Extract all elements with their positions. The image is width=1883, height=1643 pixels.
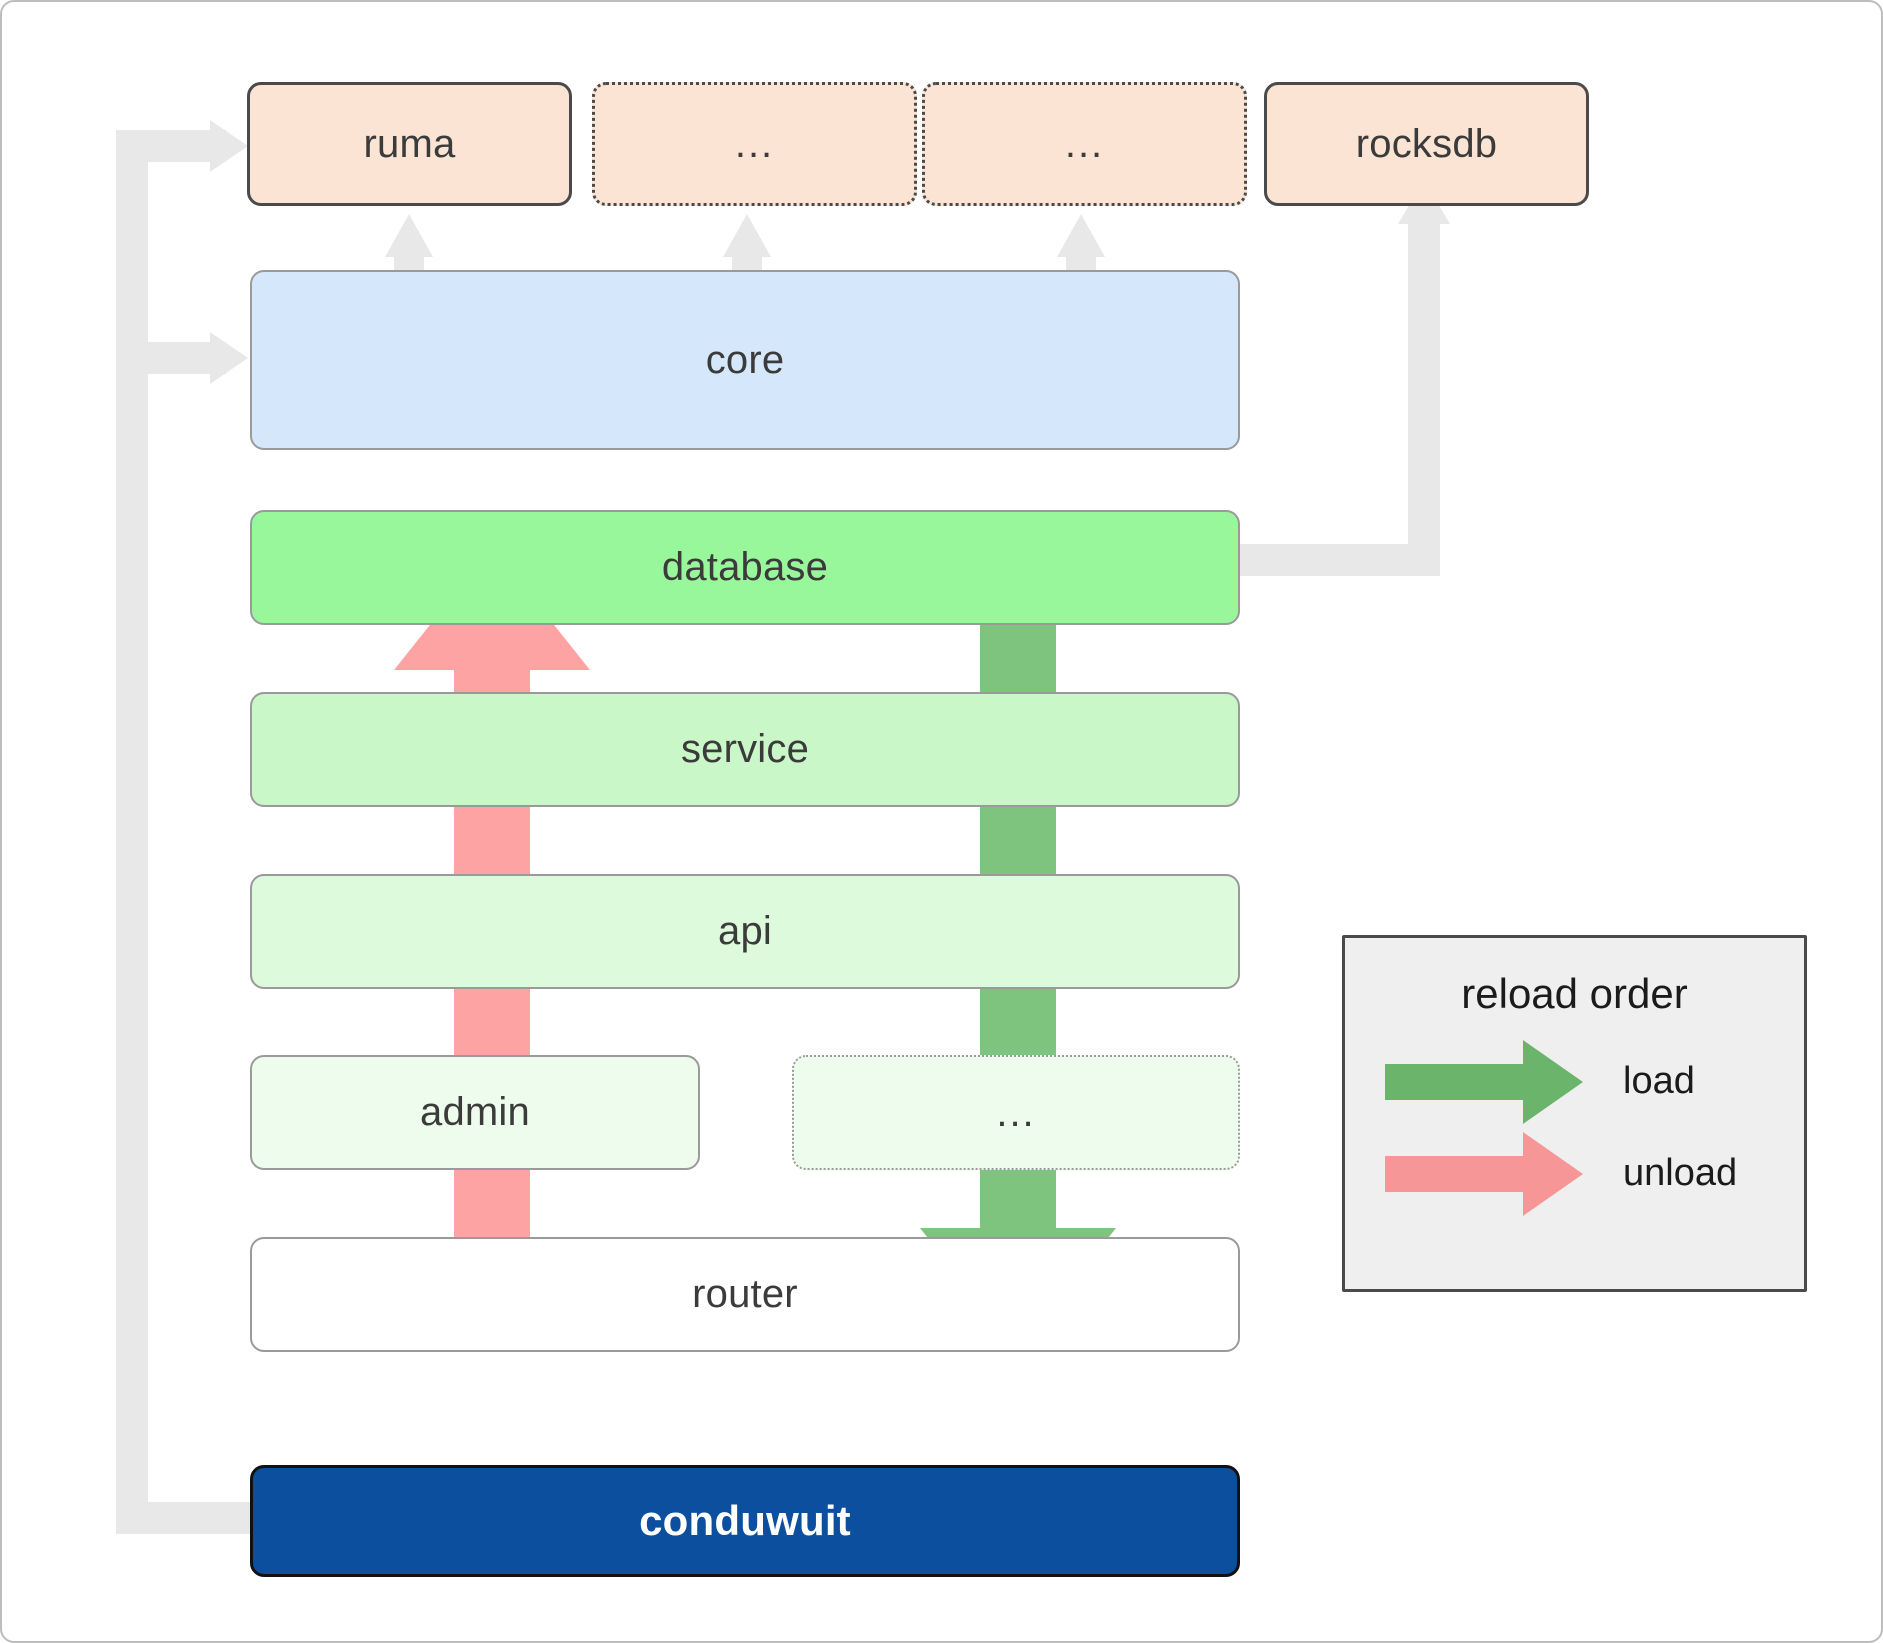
node-router-label: router (692, 1272, 798, 1316)
node-dependency-placeholder-2[interactable]: ... (922, 82, 1247, 206)
node-api-label: api (718, 909, 772, 953)
legend-title: reload order (1461, 970, 1688, 1017)
node-ruma-label: ruma (363, 121, 456, 166)
node-api[interactable]: api (250, 874, 1240, 989)
node-admin-label: admin (420, 1090, 530, 1134)
node-layer-placeholder-label: ... (996, 1090, 1036, 1135)
legend-panel: reload order load unload (1342, 935, 1807, 1292)
node-dependency-placeholder-1-label: ... (734, 122, 775, 166)
legend-arrow-graphics (1385, 1040, 1583, 1216)
node-rocksdb-label: rocksdb (1355, 121, 1498, 166)
node-service-label: service (680, 727, 810, 771)
conduwuit-to-deps-connector (116, 120, 252, 1534)
legend-label-load: load (1623, 1060, 1695, 1102)
node-dependency-placeholder-1[interactable]: ... (592, 82, 917, 206)
node-rocksdb[interactable]: rocksdb (1264, 82, 1589, 206)
node-admin[interactable]: admin (250, 1055, 700, 1170)
node-layer-placeholder[interactable]: ... (792, 1055, 1240, 1170)
node-ruma[interactable]: ruma (247, 82, 572, 206)
node-core[interactable]: core (250, 270, 1240, 450)
node-dependency-placeholder-2-label: ... (1064, 122, 1105, 166)
node-service[interactable]: service (250, 692, 1240, 807)
node-database[interactable]: database (250, 510, 1240, 625)
node-core-label: core (705, 337, 785, 382)
legend-label-unload: unload (1623, 1152, 1738, 1194)
node-router[interactable]: router (250, 1237, 1240, 1352)
node-database-label: database (661, 545, 829, 589)
node-conduwuit[interactable]: conduwuit (250, 1465, 1240, 1577)
node-conduwuit-label: conduwuit (639, 1497, 851, 1544)
